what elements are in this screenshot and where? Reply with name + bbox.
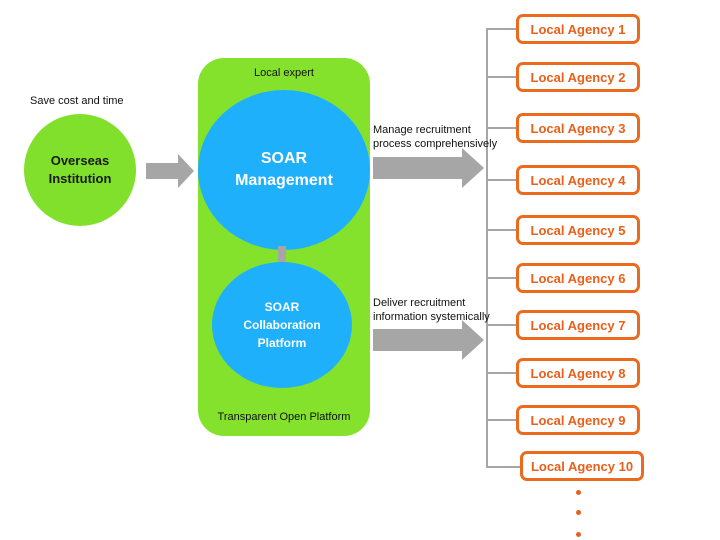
local-agency-3: Local Agency 3 [516, 113, 640, 143]
collab-label-line2: Collaboration [243, 318, 321, 332]
arrow-manage [373, 148, 484, 188]
save-cost-caption: Save cost and time [30, 95, 124, 107]
continuation-dot [576, 490, 581, 495]
agency-bracket [486, 28, 520, 468]
local-agency-6: Local Agency 6 [516, 263, 640, 293]
local-agency-2: Local Agency 2 [516, 62, 640, 92]
continuation-dot [576, 532, 581, 537]
local-agency-5: Local Agency 5 [516, 215, 640, 245]
local-agency-9: Local Agency 9 [516, 405, 640, 435]
manage-caption-line2: process comprehensively [373, 138, 498, 150]
deliver-caption: Deliver recruitment information systemic… [373, 296, 490, 324]
management-label-line1: SOAR [260, 150, 308, 167]
manage-caption: Manage recruitment process comprehensive… [373, 123, 497, 151]
transparent-platform-label: Transparent Open Platform [217, 411, 351, 423]
arrow-deliver [373, 320, 484, 360]
arrow-to-platform [146, 154, 194, 188]
platform-connector [278, 246, 286, 264]
local-agency-4: Local Agency 4 [516, 165, 640, 195]
collab-label-line1: SOAR [264, 300, 300, 314]
collab-label-line3: Platform [257, 336, 307, 350]
manage-caption-line1: Manage recruitment [373, 124, 471, 136]
management-label-line2: Management [235, 172, 333, 189]
local-agency-7: Local Agency 7 [516, 310, 640, 340]
local-expert-label: Local expert [254, 67, 314, 79]
soar-collaboration-node: SOAR Collaboration Platform [212, 262, 352, 388]
local-agency-1: Local Agency 1 [516, 14, 640, 44]
continuation-dot [576, 510, 581, 515]
deliver-caption-line2: information systemically [373, 311, 490, 323]
deliver-caption-line1: Deliver recruitment [373, 297, 466, 309]
institution-label-line1: Overseas [50, 153, 110, 168]
soar-management-node: SOAR Management [198, 90, 370, 250]
local-agency-10: Local Agency 10 [520, 451, 644, 481]
local-agency-8: Local Agency 8 [516, 358, 640, 388]
institution-label-line2: Institution [48, 171, 112, 186]
overseas-institution-node: Overseas Institution [24, 114, 136, 226]
